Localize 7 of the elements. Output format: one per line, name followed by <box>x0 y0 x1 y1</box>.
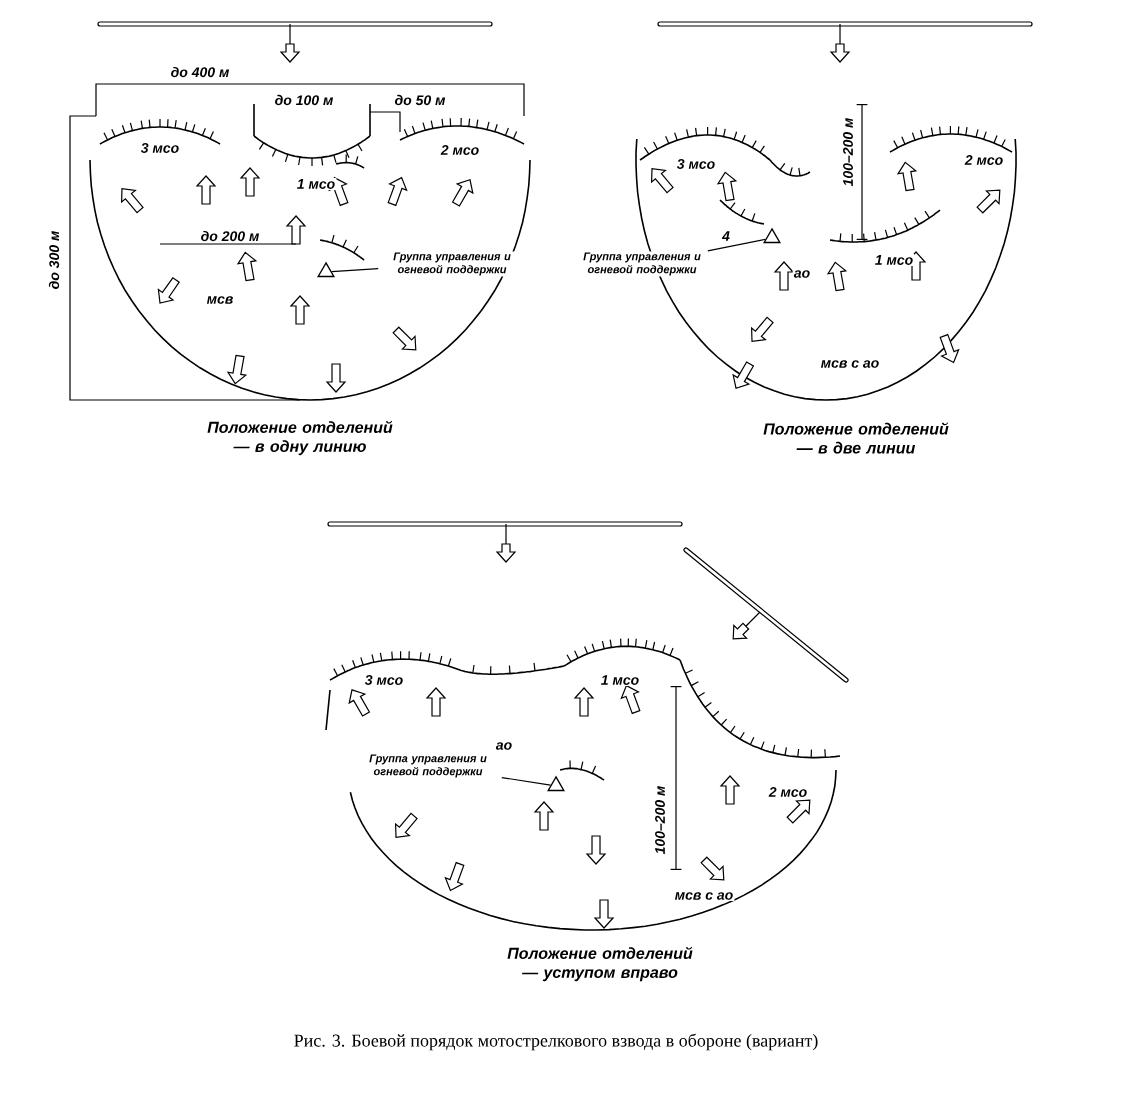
leader-line <box>501 776 552 786</box>
figure-caption: Рис. 3. Боевой порядок мотострелкового взвода в обороне (вариант) <box>294 1033 818 1051</box>
panel-caption: Положение отделений — в две линии <box>763 422 949 454</box>
panel-caption: Положение отделений — в одну линию <box>207 420 393 456</box>
panel-caption: Положение отделений — уступом вправо <box>507 946 693 982</box>
leader-line <box>707 238 766 252</box>
leader-line <box>331 268 379 273</box>
